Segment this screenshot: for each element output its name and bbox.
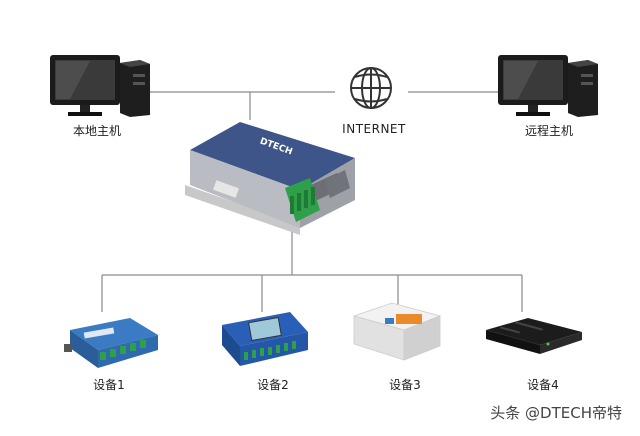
connection-lines (101, 91, 523, 312)
device1-label: 设备1 (93, 378, 125, 392)
gateway-device-icon (185, 122, 355, 235)
internet-label: INTERNET (342, 122, 406, 136)
watermark-text: 头条 @DTECH帝特 (490, 404, 622, 422)
device3-icon (352, 302, 442, 361)
device3-label: 设备3 (389, 378, 421, 392)
local-host-label: 本地主机 (72, 124, 121, 138)
device2-label: 设备2 (257, 378, 289, 392)
remote-computer-icon (498, 55, 598, 117)
remote-host-label: 远程主机 (524, 124, 573, 138)
device1-icon (64, 318, 158, 368)
internet-globe-icon (350, 67, 392, 109)
device2-icon (222, 312, 308, 366)
device4-label: 设备4 (527, 378, 559, 392)
local-computer-icon (50, 55, 150, 117)
device4-icon (486, 318, 582, 354)
